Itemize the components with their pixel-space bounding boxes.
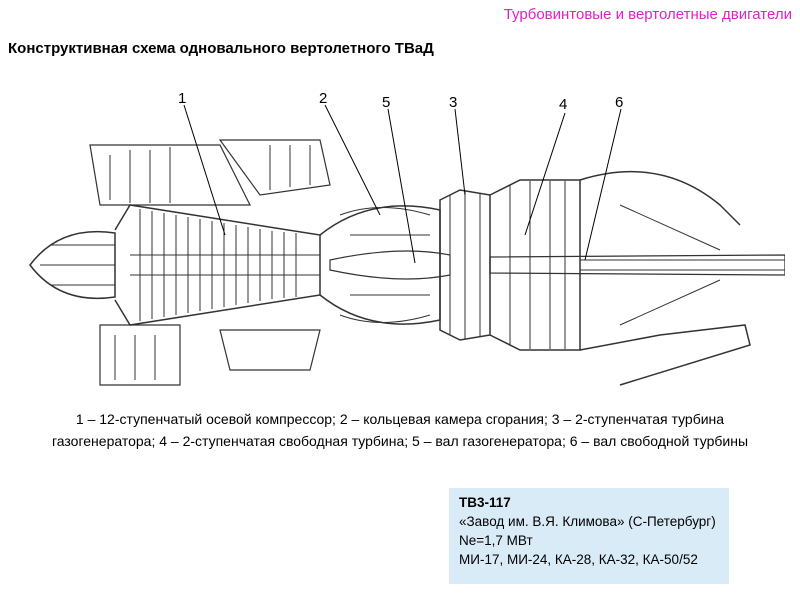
engine-aircraft: МИ-17, МИ-24, КА-28, КА-32, КА-50/52 [459, 552, 698, 567]
callout-5: 5 [382, 94, 390, 111]
slide-title: Конструктивная схема одновального вертол… [8, 40, 434, 57]
gas-generator-shaft [329, 250, 451, 280]
free-turbine [489, 179, 581, 351]
combustion-chamber [319, 205, 441, 325]
callout-6: 6 [615, 94, 623, 111]
section-title: Турбовинтовые и вертолетные двигатели [503, 6, 792, 23]
diagram-caption: 1 – 12-ступенчатый осевой компрессор; 2 … [20, 408, 780, 452]
compressor-casing [114, 204, 321, 326]
callout-4: 4 [559, 96, 567, 113]
bottom-accessories [99, 324, 321, 386]
free-turbine-shaft [489, 254, 785, 276]
accessory-gearbox [89, 139, 331, 206]
engine-info-box: ТВ3-117 «Завод им. В.Я. Климова» (С-Пете… [449, 488, 729, 584]
engine-cross-section-diagram: 1 2 5 3 4 6 [29, 90, 785, 386]
engine-maker: «Завод им. В.Я. Климова» (С-Петербург) [459, 514, 716, 529]
caption-line-2: газогенератора; 4 – 2-ступенчатая свобод… [51, 433, 749, 449]
engine-model: ТВ3-117 [459, 495, 511, 510]
callout-2: 2 [319, 90, 327, 107]
callout-3: 3 [449, 94, 457, 111]
callout-1: 1 [178, 90, 186, 107]
exhaust-duct [579, 170, 751, 386]
compressor-blades [139, 209, 297, 321]
caption-line-1: 1 – 12-ступенчатый осевой компрессор; 2 … [75, 411, 725, 427]
engine-power: Ne=1,7 МВт [459, 533, 533, 548]
